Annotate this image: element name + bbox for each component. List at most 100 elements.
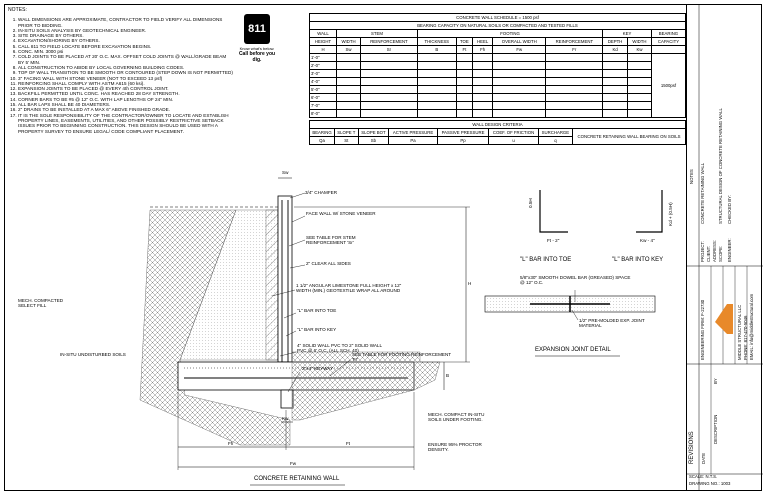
tb-description: DESCRIPTION [713,414,718,444]
criteria-col-symbol: Pp [436,136,490,145]
note-item: BACKFILL PERMITTED UNTIL CONC. HAS REACH… [18,91,233,96]
notes-header: NOTES: [8,7,27,13]
dim-h: H [468,281,472,286]
schedule-row: 8'-0" [308,109,686,118]
note-item: COLD JOINTS TO BE PLACED AT 20' O.C. MAX… [18,54,233,65]
label-dowel: 5/8"x30" SMOOTH DOWEL BAR (GREASED) SPAC… [520,275,631,286]
tb-project: PROJECT: [700,241,705,262]
schedule-cell [360,109,418,118]
leader-key-bar [285,330,297,337]
label-molded: 1/2" PRE-MOLDED EXP. JOINT MATERIAL [579,318,645,329]
schedule-cell [416,109,457,118]
label-keyway: 2"x4" KEYWAY [302,366,334,371]
tb-scope: SCOPE: [718,245,723,262]
label-limestone: 1 1/2" ANGULAR LIMESTONE FULL HEIGHT x 1… [296,283,402,294]
schedule-cell [492,109,547,118]
tb-address: ADDRESS: [712,240,717,262]
leader-pvc [279,351,297,357]
label-chamfer: 3/4" CHAMFER [305,190,338,195]
schedule-cell [626,109,652,118]
note-item: IN-SITU SOILS ANALYSIS BY GEOTECHNICAL E… [18,28,233,33]
company-logo [715,304,733,334]
tb-revisions: REVISIONS [689,431,695,464]
label-toe-bar: "L" BAR INTO TOE [297,308,337,313]
general-notes: NOTES: WALL DIMENSIONS ARE APPROXIMATE, … [8,7,233,134]
note-item: CONC. MIN. 3000 psi [18,49,233,54]
schedule-cell [545,109,604,118]
dim-b: B [446,373,450,378]
key-bar-title: "L" BAR INTO KEY [612,257,664,263]
dim-ft: Ft [346,441,351,446]
note-item: CORNER BARS TO BE #5 @ 12" O.C. WITH LAP… [18,97,233,102]
note-item: ALL CONSTRUCTION TO ABIDE BY LOCAL GOVER… [18,65,233,70]
label-face-wall: FACE WALL W/ STONE VENEER [306,211,376,216]
tb-notes: NOTES [689,169,694,184]
toe-bar-title: "L" BAR INTO TOE [520,257,572,263]
logo-line1: Know what's below. [239,46,275,51]
note-item: 3" FACING WALL WITH STONE VENEER (NOT TO… [18,76,233,81]
label-pvc: 4" SOLID WALL PVC TO 2" SOLID WALL PVC @… [297,343,382,354]
note-item: WALL DIMENSIONS ARE APPROXIMATE, CONTRAC… [18,17,233,28]
label-proctor: ENSURE 95% PROCTOR DENSITY. [428,442,482,453]
title-block-grid [687,4,763,491]
leader-footing-table [329,359,351,377]
toe-dim-v: 0.5H [528,198,533,208]
title-block: NOTES PROJECT: CLIENT: ADDRESS: SCOPE: E… [686,4,763,491]
leader-clear [289,264,306,269]
note-item: SITE DRAINAGE BY OTHERS. [18,33,233,38]
tb-phone: PHONE: 817-470-5046 [743,315,748,360]
note-item: TOP OF WALL TRANSITION TO BE SMOOTH OR C… [18,70,233,75]
note-item: REINFORCING SHALL COMPLY WITH ASTM A615 … [18,81,233,86]
dim-fw: Fw [290,461,297,466]
label-footing-table: SEE TABLE FOR FOOTING REINFORCEMENT 'Fr' [352,352,452,363]
call-811-logo: 811 Know what's below. Call before you d… [238,14,276,63]
leader-face-wall [291,215,306,223]
schedule-height-cell: 8'-0" [308,109,338,118]
label-clear: 2" CLEAR ALL SIDES [306,261,351,266]
tb-client: CLIENT: [706,246,711,262]
note-item: EXPANSION JOINTS TO BE PLACED @ EVERY 4t… [18,86,233,91]
toe-dim-h: Ft - 2" [547,238,560,243]
criteria-note: CONCRETE RETAINING WALL BEARING ON SOILS [572,128,686,145]
key [280,389,294,409]
tb-by: BY [713,378,718,384]
leader-stem-table [288,239,306,247]
tb-email: EMAIL: info@middlestructural.com [749,293,754,360]
note-item: IT IS THE SOLE RESPONSIBILITY OF THE CON… [18,113,233,134]
tb-project-value: CONCRETE RETAINING WALL [700,162,705,224]
criteria-col-symbol: q [537,136,574,145]
wall-schedule-table: CONCRETE WALL SCHEDULE = 1500 psf BEARIN… [308,13,687,118]
label-mech-compact: MECH. COMPACT IN-SITU SOILS UNDER FOOTIN… [428,412,485,423]
key-dim-v: Kd + (0.5H) [668,202,673,226]
sheet-border [4,4,762,491]
dim-fh: Fh [228,441,234,446]
section-title: CONCRETE RETAINING WALL [254,476,340,482]
key-dim-h: Kw - 4" [640,238,655,243]
note-item: CALL 811 TO FIELD LOCATE BEFORE EXCAVATI… [18,44,233,49]
note-item: ALL BAR LAPS SHALL BE 40 DIAMETERS. [18,102,233,107]
expansion-joint-title: EXPANSION JOINT DETAIL [535,347,611,353]
note-item: EXCAVATION/SHORING BY OTHERS. [18,38,233,43]
tb-checked: CHECKED BY: [727,195,732,224]
schedule-cell [336,109,362,118]
tb-scale: SCALE: N.T.S. [689,474,718,479]
tb-scope-value: STRUCTURAL DESIGN OF CONCRETE RETAINING … [718,108,723,224]
logo-line2: Call before you dig. [238,51,276,63]
toe-soil-end [413,361,441,391]
leader-keyway [287,371,301,393]
notes-list: WALL DIMENSIONS ARE APPROXIMATE, CONTRAC… [8,17,233,134]
schedule-row: 6'-0" [308,93,686,102]
dim-kw: Kw [282,416,289,421]
tb-company: MIDDLE STRUCTURAL LLC [737,304,742,360]
logo-811-number: 811 [244,14,270,44]
label-stem-table: SEE TABLE FOR STEM REINFORCEMENT 'Sr' [306,235,356,246]
note-item: 2" DRAINS TO BE INSTALLED AT A MAX 6" AB… [18,107,233,112]
key-bar-detail [636,190,663,233]
